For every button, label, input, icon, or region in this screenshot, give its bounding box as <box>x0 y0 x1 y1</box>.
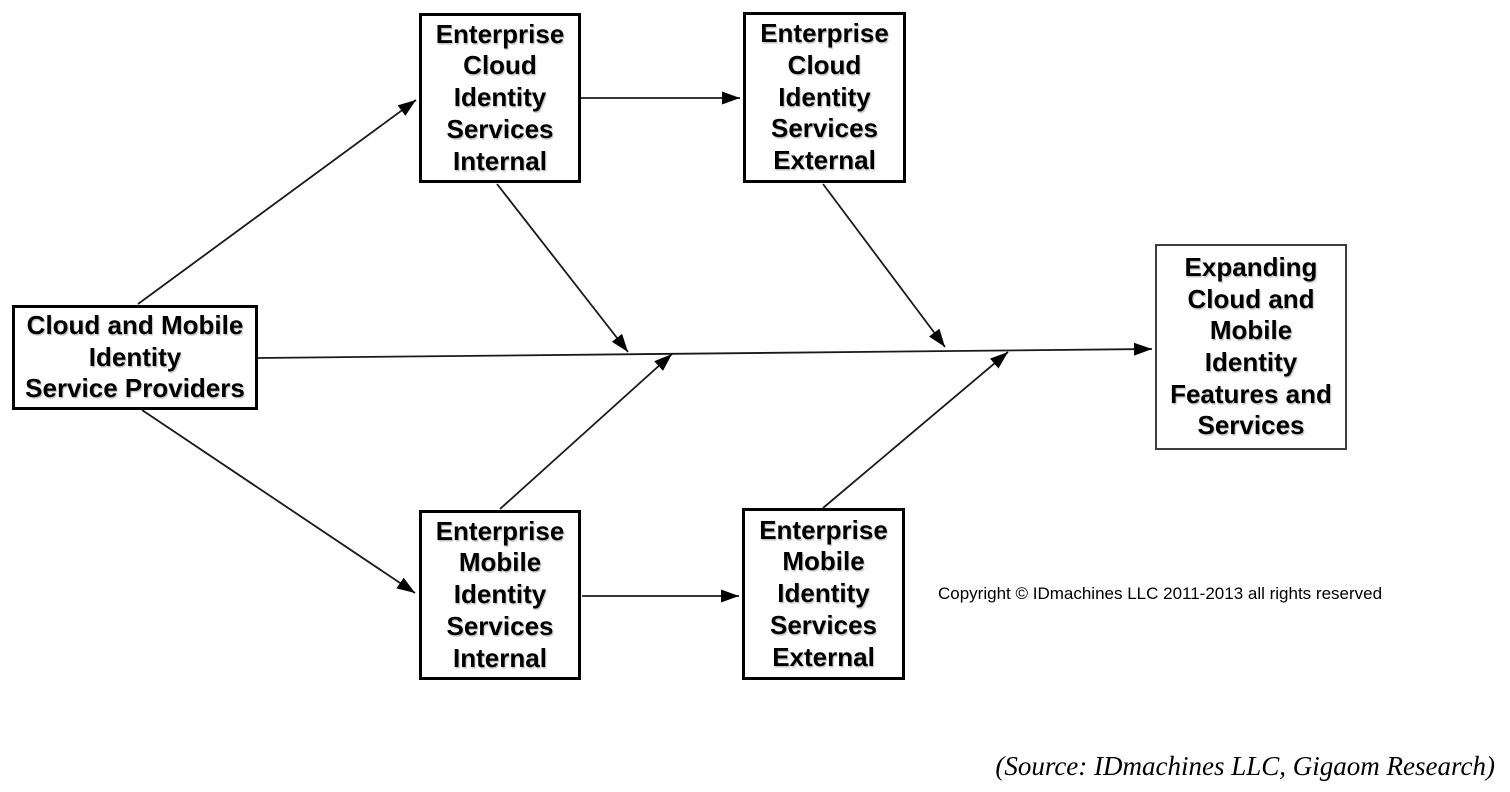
node-enterprise-cloud-identity-services-internal: Enterprise Cloud Identity Services Inter… <box>419 13 581 183</box>
arrow-cloud-external-to-main-flow <box>822 183 946 348</box>
arrow-mobile-external-to-main-flow <box>822 351 1009 509</box>
source-attribution: (Source: IDmachines LLC, Gigaom Research… <box>995 751 1495 781</box>
node-enterprise-mobile-identity-services-internal: Enterprise Mobile Identity Services Inte… <box>419 510 581 680</box>
arrow-providers-to-cloud-internal <box>137 99 417 305</box>
copyright-text: Copyright © IDmachines LLC 2011-2013 all… <box>938 584 1383 603</box>
arrow-cloud-internal-to-main-flow <box>496 183 629 353</box>
node-label: Enterprise Cloud Identity Services Inter… <box>435 18 565 176</box>
node-enterprise-mobile-identity-services-external: Enterprise Mobile Identity Services Exte… <box>742 508 905 680</box>
node-label: Expanding Cloud and Mobile Identity Feat… <box>1170 251 1332 441</box>
node-label: Enterprise Cloud Identity Services Exter… <box>760 18 889 176</box>
node-cloud-mobile-identity-service-providers: Cloud and Mobile Identity Service Provid… <box>12 305 258 410</box>
arrow-providers-to-mobile-internal <box>141 409 416 594</box>
node-label: Enterprise Mobile Identity Services Inte… <box>435 515 565 673</box>
arrow-providers-to-expanding-main-flow <box>257 342 1153 359</box>
arrow-mobile-internal-to-main-flow <box>499 353 673 510</box>
node-label: Enterprise Mobile Identity Services Exte… <box>759 514 888 672</box>
node-expanding-cloud-mobile-identity-features-services: Expanding Cloud and Mobile Identity Feat… <box>1155 244 1347 450</box>
node-enterprise-cloud-identity-services-external: Enterprise Cloud Identity Services Exter… <box>743 12 906 183</box>
node-label: Cloud and Mobile Identity Service Provid… <box>25 309 245 404</box>
